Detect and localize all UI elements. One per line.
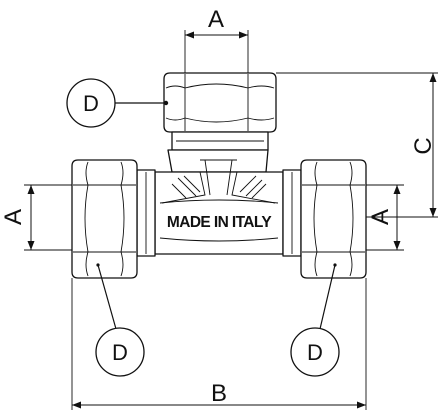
dimension-c: C [276,72,438,218]
callout-label-left: D [112,340,128,365]
dimension-label-left: A [0,209,27,225]
left-hex-nut [71,159,156,279]
dimension-b: B [71,278,367,410]
dimension-left-a: A [0,184,72,251]
made-in-italy-stamp: MADE IN ITALY [167,214,272,231]
callout-d-left: D [95,264,145,377]
dimension-label-c: C [410,137,437,154]
dimension-label-top: A [208,6,224,33]
right-hex-nut [282,159,367,279]
dimension-label-b: B [211,380,227,407]
callout-d-right: D [290,264,340,377]
top-hex-nut [163,72,277,151]
callout-label-top: D [83,91,99,116]
tee-body: MADE IN ITALY [154,149,284,255]
dimension-top-a: A [184,6,249,73]
callout-d-top: D [66,78,169,128]
dimension-right-a: A [366,184,404,251]
callout-label-right: D [307,340,323,365]
